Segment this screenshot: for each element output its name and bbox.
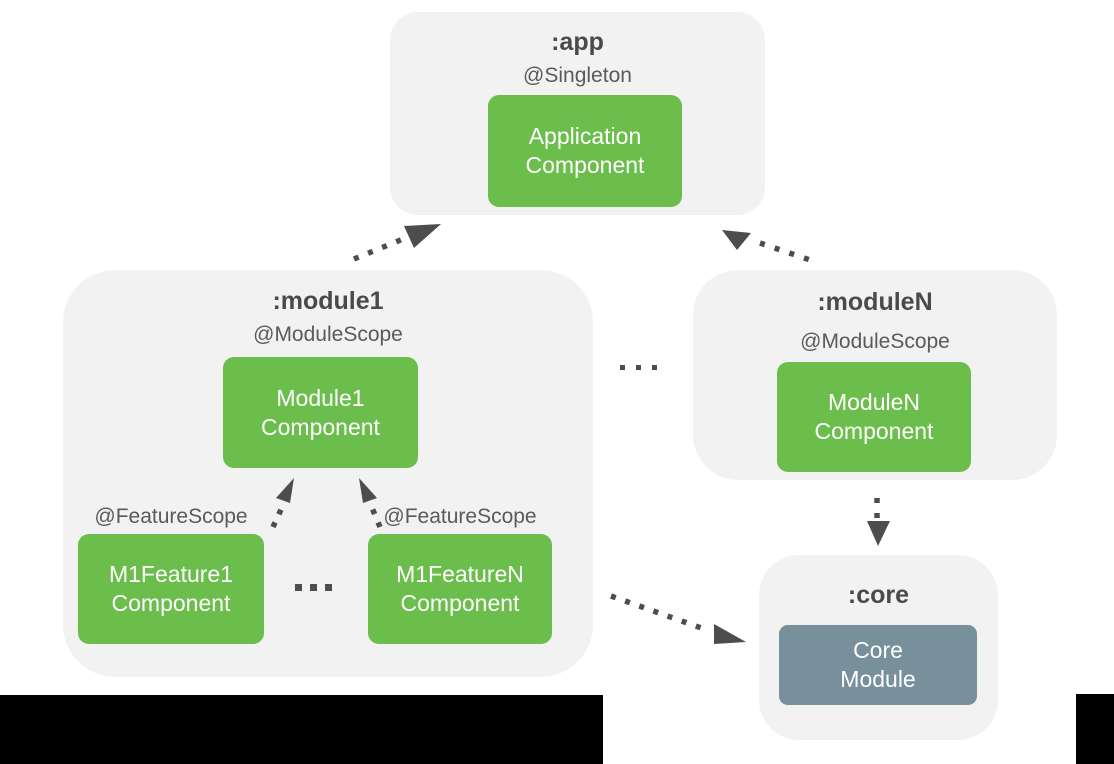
arrow-module1-to-core-icon <box>610 593 746 644</box>
dot-icon <box>620 365 625 370</box>
dot-icon <box>636 365 641 370</box>
moduleN-scope-label: @ModuleScope <box>800 330 950 353</box>
arrow-moduleN-to-core-icon <box>867 498 890 546</box>
module1-container: :module1 @ModuleScope Module1 Component … <box>63 270 593 677</box>
application-component-box: Application Component <box>488 95 682 207</box>
dot-icon <box>325 584 332 591</box>
app-container: :app @Singleton Application Component <box>390 12 765 215</box>
features-ellipsis-icon <box>295 584 332 591</box>
core-title: :core <box>847 581 910 609</box>
app-title: :app <box>551 28 604 56</box>
letterbox-bottom-left <box>0 695 603 764</box>
arrow-moduleN-to-app-icon <box>722 230 814 264</box>
core-module-box: Core Module <box>779 625 977 705</box>
app-scope-label: @Singleton <box>523 64 632 87</box>
module1-title: :module1 <box>272 287 384 315</box>
m1featureN-component-box: M1FeatureN Component <box>368 534 552 644</box>
dot-icon <box>295 584 302 591</box>
module1-scope-label: @ModuleScope <box>253 323 403 346</box>
featureN-scope-label: @FeatureScope <box>383 505 537 528</box>
moduleN-component-box: ModuleN Component <box>777 362 971 472</box>
dot-icon <box>310 584 317 591</box>
core-container: :core Core Module <box>759 555 998 740</box>
moduleN-title: :moduleN <box>817 288 933 316</box>
m1feature1-component-box: M1Feature1 Component <box>78 534 264 644</box>
dot-icon <box>652 365 657 370</box>
letterbox-bottom-right <box>1076 694 1114 764</box>
arrow-module1-to-app-icon <box>352 224 441 262</box>
modules-ellipsis-icon <box>620 365 657 370</box>
moduleN-container: :moduleN @ModuleScope ModuleN Component <box>693 270 1057 480</box>
feature1-scope-label: @FeatureScope <box>94 505 248 528</box>
module1-component-box: Module1 Component <box>223 357 418 468</box>
